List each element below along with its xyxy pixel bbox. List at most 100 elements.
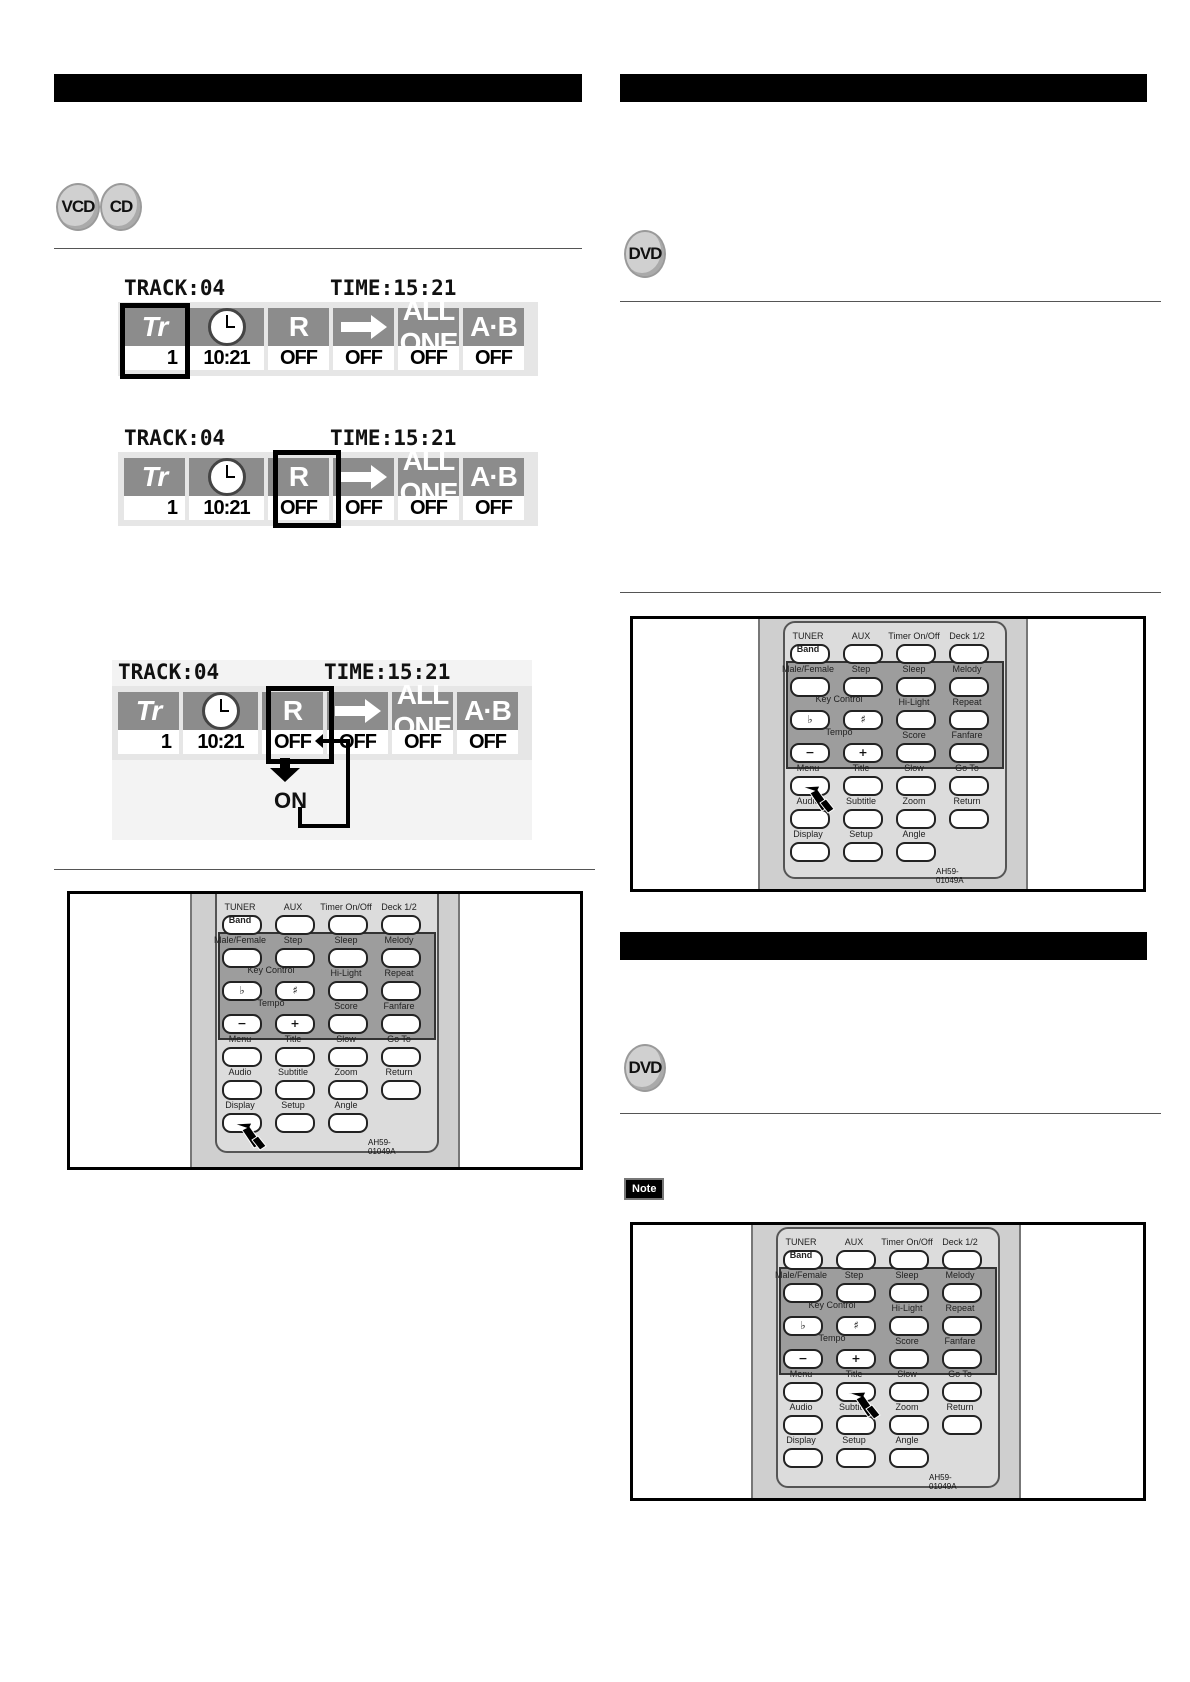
remote-button-aux[interactable] — [843, 644, 883, 664]
remote-button-audio[interactable] — [790, 809, 830, 829]
remote-label-audio: Audio — [789, 1402, 813, 1412]
repeat-icon: R — [268, 458, 329, 496]
remote-button-menu[interactable] — [783, 1382, 823, 1402]
remote-button-zoom[interactable] — [328, 1080, 368, 1100]
remote-button-goto[interactable] — [381, 1047, 421, 1067]
remote-button-goto[interactable] — [949, 776, 989, 796]
remote-button-plus[interactable]: + — [275, 1014, 315, 1034]
remote-button-repeat[interactable] — [381, 981, 421, 1001]
remote-button-title[interactable] — [843, 776, 883, 796]
remote-button-title[interactable] — [836, 1382, 876, 1402]
remote-button-audio[interactable] — [783, 1415, 823, 1435]
all-one-value: OFF — [398, 496, 459, 520]
remote-button-return[interactable] — [942, 1415, 982, 1435]
pointing-hand-icon — [233, 1122, 267, 1151]
remote-button-score[interactable] — [328, 1014, 368, 1034]
remote-button-melody[interactable] — [381, 948, 421, 968]
remote-button-sharp[interactable]: ♯ — [843, 710, 883, 730]
remote-button-audio[interactable] — [222, 1080, 262, 1100]
remote-button-deck[interactable] — [381, 915, 421, 935]
track-icon: Tr — [118, 692, 179, 730]
remote-button-score[interactable] — [889, 1349, 929, 1369]
remote-button-aux[interactable] — [275, 915, 315, 935]
track-readout: TRACK:04 — [124, 426, 226, 450]
remote-button-return[interactable] — [381, 1080, 421, 1100]
remote-button-fanfare[interactable] — [949, 743, 989, 763]
remote-button-hilight[interactable] — [328, 981, 368, 1001]
remote-button-tuner[interactable] — [222, 915, 262, 935]
remote-button-goto[interactable] — [942, 1382, 982, 1402]
remote-button-timer[interactable] — [896, 644, 936, 664]
remote-button-menu[interactable] — [790, 776, 830, 796]
remote-button-plus[interactable]: + — [836, 1349, 876, 1369]
remote-button-sharp[interactable]: ♯ — [836, 1316, 876, 1336]
remote-button-menu[interactable] — [222, 1047, 262, 1067]
remote-model-code: AH59-01049A — [929, 1473, 957, 1491]
remote-button-plus[interactable]: + — [843, 743, 883, 763]
remote-button-subtitle[interactable] — [275, 1080, 315, 1100]
remote-button-step[interactable] — [843, 677, 883, 697]
remote-button-deck[interactable] — [942, 1250, 982, 1270]
remote-button-deck[interactable] — [949, 644, 989, 664]
remote-button-fanfare[interactable] — [942, 1349, 982, 1369]
remote-button-flat[interactable]: ♭ — [222, 981, 262, 1001]
remote-label-subtitle: Subtitle — [845, 796, 877, 806]
arrow-value: OFF — [333, 496, 394, 520]
remote-button-zoom[interactable] — [896, 809, 936, 829]
remote-button-return[interactable] — [949, 809, 989, 829]
remote-button-minus[interactable]: − — [222, 1014, 262, 1034]
remote-label-return: Return — [385, 1067, 413, 1077]
remote-button-minus[interactable]: − — [783, 1349, 823, 1369]
remote-button-aux[interactable] — [836, 1250, 876, 1270]
remote-button-setup[interactable] — [843, 842, 883, 862]
remote-button-melody[interactable] — [949, 677, 989, 697]
remote-button-sleep[interactable] — [328, 948, 368, 968]
remote-button-flat[interactable]: ♭ — [790, 710, 830, 730]
remote-button-subtitle[interactable] — [836, 1415, 876, 1435]
remote-label-zoom: Zoom — [895, 1402, 919, 1412]
remote-button-hilight[interactable] — [889, 1316, 929, 1336]
remote-button-sleep[interactable] — [896, 677, 936, 697]
remote-button-display[interactable] — [222, 1113, 262, 1133]
remote-button-title[interactable] — [275, 1047, 315, 1067]
arrow-right-icon — [333, 458, 394, 496]
remote-button-slow[interactable] — [328, 1047, 368, 1067]
remote-button-angle[interactable] — [328, 1113, 368, 1133]
remote-button-timer[interactable] — [328, 915, 368, 935]
remote-button-step[interactable] — [275, 948, 315, 968]
on-label: ON — [274, 788, 307, 813]
remote-button-display[interactable] — [790, 842, 830, 862]
remote-label-male-female: Male/Female — [781, 664, 835, 674]
remote-button-melody[interactable] — [942, 1283, 982, 1303]
remote-button-slow[interactable] — [896, 776, 936, 796]
remote-button-male-female[interactable] — [783, 1283, 823, 1303]
remote-button-step[interactable] — [836, 1283, 876, 1303]
remote-button-slow[interactable] — [889, 1382, 929, 1402]
remote-button-zoom[interactable] — [889, 1415, 929, 1435]
remote-button-score[interactable] — [896, 743, 936, 763]
divider — [54, 248, 582, 249]
remote-button-tuner[interactable] — [790, 644, 830, 664]
remote-button-angle[interactable] — [889, 1448, 929, 1468]
remote-button-hilight[interactable] — [896, 710, 936, 730]
remote-button-angle[interactable] — [896, 842, 936, 862]
remote-button-repeat[interactable] — [942, 1316, 982, 1336]
remote-button-flat[interactable]: ♭ — [783, 1316, 823, 1336]
remote-button-setup[interactable] — [836, 1448, 876, 1468]
remote-button-fanfare[interactable] — [381, 1014, 421, 1034]
remote-button-sharp[interactable]: ♯ — [275, 981, 315, 1001]
remote-button-display[interactable] — [783, 1448, 823, 1468]
remote-button-male-female[interactable] — [790, 677, 830, 697]
remote-button-setup[interactable] — [275, 1113, 315, 1133]
remote-button-repeat[interactable] — [949, 710, 989, 730]
remote-button-minus[interactable]: − — [790, 743, 830, 763]
remote-label-goto: Go To — [387, 1034, 411, 1044]
remote-label-display: Display — [225, 1100, 255, 1110]
remote-button-sleep[interactable] — [889, 1283, 929, 1303]
remote-button-tuner[interactable] — [783, 1250, 823, 1270]
remote-button-subtitle[interactable] — [843, 809, 883, 829]
remote-button-male-female[interactable] — [222, 948, 262, 968]
remote-button-timer[interactable] — [889, 1250, 929, 1270]
